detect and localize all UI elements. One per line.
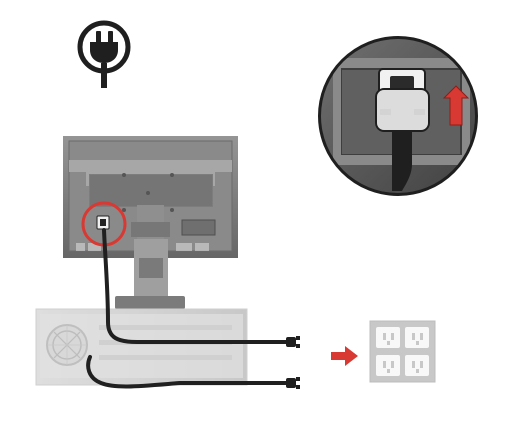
power-plug-icon — [77, 20, 131, 88]
lower-cable-plug — [286, 377, 300, 389]
zoomed-power-connector-callout — [318, 36, 478, 196]
upper-cable-plug — [286, 336, 300, 348]
wall-outlet-icon — [369, 320, 436, 383]
monitor-back — [63, 136, 238, 315]
red-up-arrow-icon — [442, 85, 470, 126]
red-right-arrow-icon — [331, 346, 358, 366]
power-cables — [86, 228, 289, 389]
pc-case — [35, 308, 248, 386]
